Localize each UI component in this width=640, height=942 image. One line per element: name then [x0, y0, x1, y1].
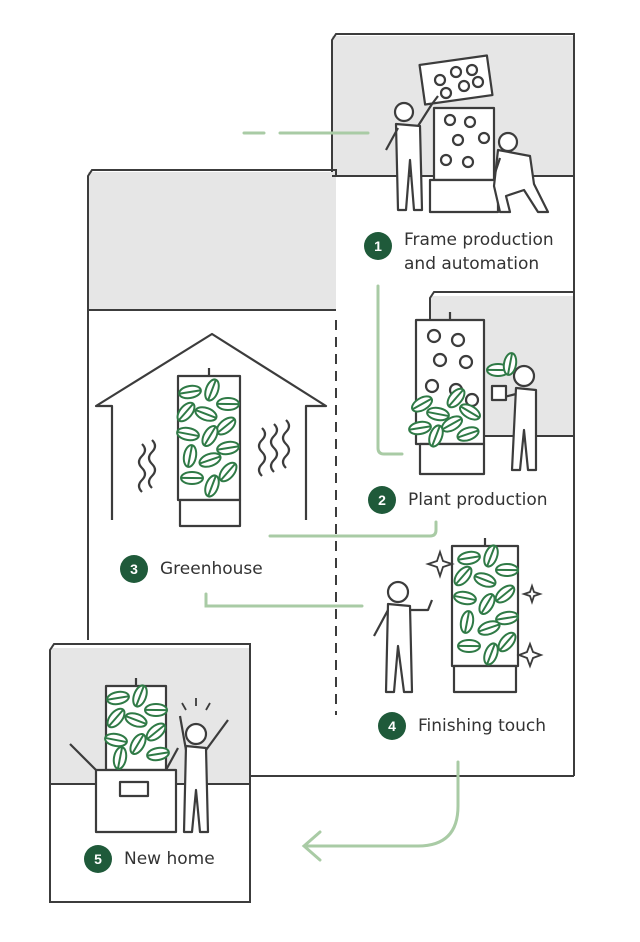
- step-1-label: Frame production and automation: [404, 228, 554, 276]
- step-2-badge: 2: [368, 486, 396, 514]
- step-3-label: Greenhouse: [160, 559, 263, 579]
- step-5-badge: 5: [84, 845, 112, 873]
- step-3: 3 Greenhouse: [120, 555, 263, 583]
- step-3-badge: 3: [120, 555, 148, 583]
- step-4-label: Finishing touch: [418, 716, 547, 736]
- step-1-label-line2: and automation: [404, 254, 540, 274]
- step-4: 4 Finishing touch: [378, 712, 546, 740]
- step-4-badge: 4: [378, 712, 406, 740]
- step-1: 1 Frame production and automation: [364, 228, 554, 276]
- step-2: 2 Plant production: [368, 486, 548, 514]
- step-5: 5 New home: [84, 845, 215, 873]
- step-5-label: New home: [124, 849, 215, 869]
- step-1-label-line1: Frame production: [404, 230, 554, 250]
- step-1-badge: 1: [364, 232, 392, 260]
- step-2-label: Plant production: [408, 490, 548, 510]
